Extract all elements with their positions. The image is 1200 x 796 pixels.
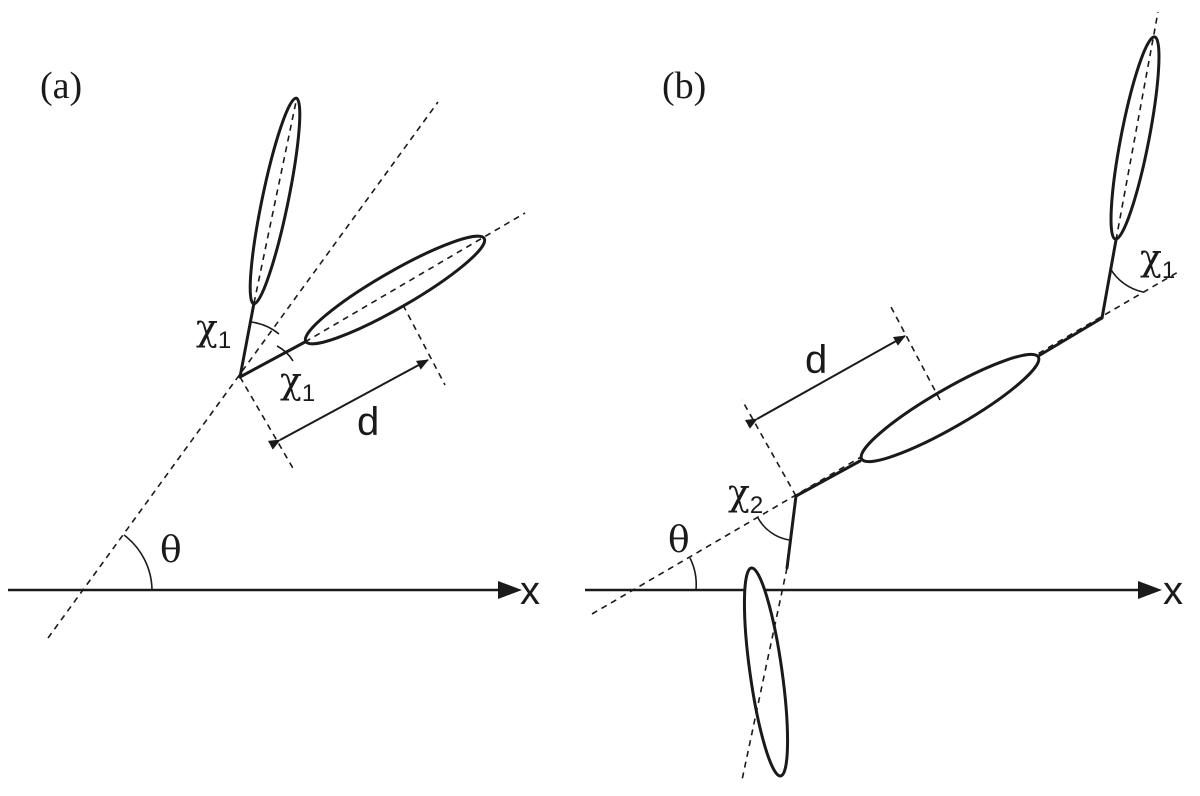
- panel-b-bottom-mesogen: [742, 566, 790, 778]
- panel-b-theta-label: θ: [668, 520, 690, 561]
- panel-a-label: (a): [40, 65, 82, 107]
- panel-b-bottom-mesogen-axis: [741, 567, 788, 781]
- panel-a-chi-upper-label: χ1: [196, 308, 231, 354]
- panel-b-chi-bottom-arc: [757, 517, 790, 541]
- panel-a-d-dimension-arrow: [267, 359, 429, 450]
- panel-b-x-axis-label: x: [1163, 569, 1183, 613]
- panel-a-chi-lower-label: χ1: [280, 361, 315, 407]
- panel-b-d-extension-right: [889, 304, 941, 401]
- panel-a-upper-mesogen-axis: [253, 96, 298, 304]
- panel-b-top-mesogen-axis: [1115, 11, 1159, 241]
- panel-a-d-label: d: [357, 400, 379, 444]
- panel-a-chi-upper-arc: [250, 321, 280, 335]
- panel-b-right-spacer: [1038, 316, 1104, 357]
- panel-b-d-extension-left: [741, 399, 797, 497]
- panel-b-theta-arc: [689, 557, 698, 591]
- panel-b-d-label: d: [805, 338, 827, 382]
- panel-a-x-axis-label: x: [520, 569, 540, 613]
- panel-a-molecular-axis: [47, 101, 439, 639]
- panel-a-theta-arc: [123, 534, 153, 591]
- panel-b-chi-top-arc: [1109, 267, 1144, 293]
- panel-b-central-mesogen: [859, 352, 1041, 464]
- panel-a-d-extension-right: [402, 304, 446, 386]
- panel-a-theta-label: θ: [160, 530, 182, 571]
- panel-a-upper-spacer: [238, 301, 256, 379]
- panel-a-x-axis-arrowhead: [498, 581, 522, 599]
- panel-b-left-spacer: [794, 459, 862, 498]
- panel-b: (b) x θ χ1 χ2 d: [585, 11, 1183, 781]
- panel-a-lower-mesogen-axis: [304, 212, 526, 343]
- panel-a-d-extension-left: [239, 376, 295, 471]
- panel-b-top-spacer: [1100, 238, 1118, 320]
- panel-b-label: (b): [662, 65, 706, 107]
- panel-a-lower-spacer: [238, 340, 307, 379]
- panel-b-molecular-axis: [591, 271, 1179, 615]
- panel-b-bottom-spacer: [785, 494, 798, 570]
- panel-a: (a) x θ χ1 χ1 d: [8, 65, 540, 639]
- panel-b-chi-bottom-label: χ2: [728, 473, 763, 519]
- panel-b-x-axis-arrowhead: [1138, 581, 1162, 599]
- panel-b-d-dimension-arrow: [744, 335, 906, 429]
- panel-b-chi-top-label: χ1: [1140, 238, 1175, 284]
